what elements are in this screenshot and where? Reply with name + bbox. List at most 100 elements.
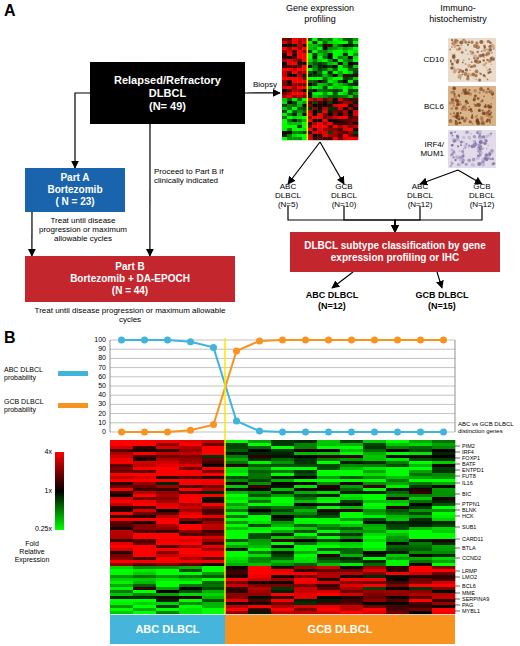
heatmap-cell	[317, 563, 340, 566]
ihc-cell	[464, 108, 467, 111]
heatmap-cell	[328, 47, 333, 50]
heatmap-cell	[343, 80, 348, 83]
heatmap-cell	[294, 590, 317, 593]
ihc-cell	[486, 49, 488, 51]
heatmap-cell	[432, 470, 455, 473]
heatmap-cell	[409, 467, 432, 470]
heatmap-cell	[271, 440, 294, 443]
heatmap-cell	[271, 542, 294, 545]
node-text: (N=15)	[428, 301, 456, 312]
heatmap-cell	[156, 512, 179, 515]
heatmap-cell	[133, 608, 156, 611]
heatmap-cell	[271, 560, 294, 563]
heatmap-cell	[179, 443, 202, 446]
text-node: Immuno- histochemistryCD10BCL6IRF4/ MUM1	[398, 3, 518, 170]
connector-arrow	[395, 206, 420, 232]
ihc-cell	[482, 90, 485, 93]
panel-letter: A	[4, 1, 24, 20]
heatmap-cell	[110, 476, 133, 479]
heatmap-cell	[179, 563, 202, 566]
heatmap-cell	[271, 521, 294, 524]
heatmap-cell	[317, 545, 340, 548]
heatmap-cell	[110, 482, 133, 485]
ihc-cell	[459, 101, 460, 102]
heatmap-cell	[386, 485, 409, 488]
heatmap-cell	[282, 74, 287, 77]
gene-tick	[455, 571, 460, 572]
heatmap-cell	[133, 539, 156, 542]
figure-label: BLNK	[462, 507, 518, 513]
ihc-cell	[489, 105, 492, 108]
heatmap-cell	[317, 47, 322, 50]
heatmap-cell	[432, 563, 455, 566]
heatmap-cell	[338, 62, 343, 65]
heatmap-cell	[225, 545, 248, 548]
heatmap-cell	[282, 71, 287, 74]
heatmap-cell	[338, 137, 343, 140]
heatmap-cell	[282, 44, 287, 47]
heatmap-cell	[432, 530, 455, 533]
heatmap-cell	[363, 611, 386, 614]
ihc-cell	[450, 113, 451, 114]
heatmap-cell	[133, 560, 156, 563]
heatmap-cell	[110, 467, 133, 470]
heatmap-cell	[333, 68, 338, 71]
heatmap-cell	[133, 497, 156, 500]
heatmap-cell	[348, 95, 353, 98]
heatmap-cell	[133, 524, 156, 527]
heatmap-cell	[409, 599, 432, 602]
heatmap-cell	[363, 509, 386, 512]
heatmap-cell	[353, 110, 358, 113]
heatmap-cell	[409, 536, 432, 539]
heatmap-cell	[409, 461, 432, 464]
ihc-cell	[451, 163, 453, 165]
heatmap-cell	[340, 563, 363, 566]
heatmap-cell	[294, 464, 317, 467]
heatmap-cell	[363, 581, 386, 584]
heatmap-cell	[348, 116, 353, 119]
heatmap-cell	[110, 485, 133, 488]
ihc-cell	[491, 52, 493, 54]
heatmap-cell	[363, 449, 386, 452]
heatmap-cell	[343, 113, 348, 116]
heatmap-cell	[292, 98, 297, 101]
heatmap-cell	[297, 92, 302, 95]
ihc-cell	[478, 137, 482, 141]
heatmap-cell	[297, 89, 302, 92]
ihc-cell	[479, 140, 483, 144]
heatmap-cell	[156, 491, 179, 494]
heatmap-cell	[297, 56, 302, 59]
figure-label: 90	[84, 345, 106, 353]
heatmap-cell	[353, 137, 358, 140]
heatmap-cell	[432, 527, 455, 530]
heatmap-cell	[271, 587, 294, 590]
heatmap-cell	[282, 56, 287, 59]
ihc-cell	[461, 110, 462, 111]
heatmap-cell	[340, 488, 363, 491]
heatmap-cell	[271, 515, 294, 518]
heatmap-cell	[353, 44, 358, 47]
heatmap-cell	[343, 119, 348, 122]
heatmap-cell	[432, 539, 455, 542]
heatmap-cell	[271, 602, 294, 605]
heatmap-cell	[333, 89, 338, 92]
heatmap-cell	[287, 92, 292, 95]
heatmap-cell	[348, 131, 353, 134]
grid-line	[110, 404, 455, 405]
ihc-image	[448, 130, 496, 168]
heatmap-cell	[317, 116, 322, 119]
heatmap-cell	[353, 59, 358, 62]
heatmap-cell	[348, 77, 353, 80]
heatmap-cell	[202, 509, 225, 512]
heatmap-cell	[307, 44, 312, 47]
heatmap-cell	[282, 98, 287, 101]
heatmap-cell	[409, 494, 432, 497]
heatmap-cell	[292, 74, 297, 77]
heatmap-cell	[271, 608, 294, 611]
heatmap-cell	[363, 515, 386, 518]
heatmap-cell	[317, 68, 322, 71]
heatmap-cell	[323, 80, 328, 83]
ihc-cell	[483, 45, 486, 48]
heatmap-cell	[179, 548, 202, 551]
heatmap-cell	[282, 53, 287, 56]
